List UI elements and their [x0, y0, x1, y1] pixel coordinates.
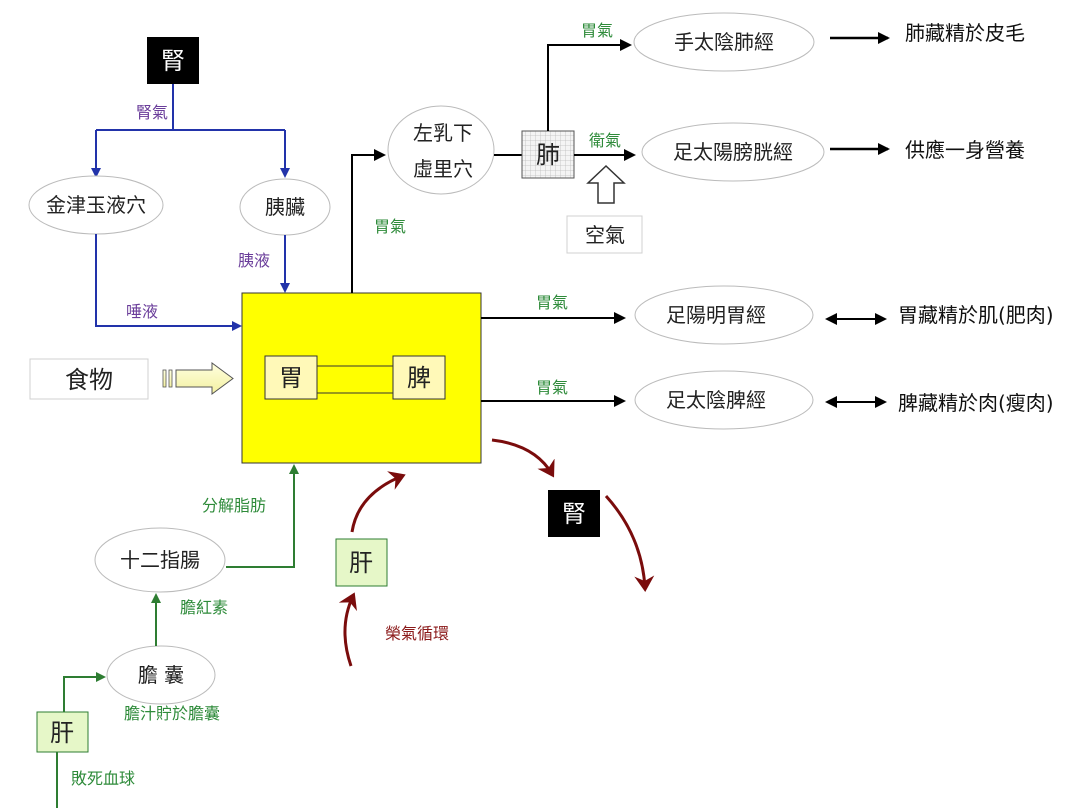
kidney-top-box: 腎 — [147, 37, 199, 84]
pancreas-text: 胰臟 — [265, 195, 305, 219]
jinjin-text: 金津玉液穴 — [46, 193, 146, 217]
output-stomach: 胃藏精於肌(肥肉) — [898, 303, 1054, 327]
label-wei-qi: 衛氣 — [589, 131, 621, 150]
liver-bottom-text: 肝 — [50, 719, 74, 747]
output-spleen: 脾藏精於肉(瘦肉) — [898, 391, 1054, 415]
xuli-node: 左乳下 虛里穴 — [387, 105, 495, 195]
meridian-spleen-node: 足太陰脾經 — [634, 370, 814, 430]
spleen-text: 脾 — [407, 364, 431, 392]
arrow-ying-qi-to-liver — [338, 592, 357, 667]
duodenum-node: 十二指腸 — [94, 527, 226, 593]
duodenum-text: 十二指腸 — [120, 548, 200, 572]
stomach-spleen-box: 胃 脾 — [241, 292, 482, 464]
meridian-bladder-text: 足太陽膀胱經 — [673, 140, 793, 164]
label-dead-blood: 敗死血球 — [71, 769, 135, 788]
output-bladder: 供應一身營養 — [905, 138, 1025, 162]
label-fat-breakdown: 分解脂肪 — [202, 496, 266, 515]
food-text: 食物 — [65, 366, 113, 394]
gallbladder-node: 膽 囊 — [106, 645, 216, 705]
food-arrow — [162, 362, 234, 395]
lung-box: 肺 — [521, 130, 575, 179]
air-box: 空氣 — [566, 215, 643, 254]
meridian-lung-node: 手太陰肺經 — [633, 12, 815, 72]
arrow-jinjin-saliva — [95, 234, 242, 331]
jinjin-node: 金津玉液穴 — [28, 175, 164, 235]
label-kidney-qi: 腎氣 — [136, 103, 168, 122]
kidney-qi-lines — [96, 84, 285, 131]
air-arrow — [586, 164, 626, 204]
label-ying-qi: 榮氣循環 — [385, 624, 449, 643]
gallbladder-text: 膽 囊 — [138, 663, 184, 687]
arrow-lung-stomach-qi — [547, 39, 632, 131]
label-bilirubin: 膽紅素 — [180, 598, 228, 617]
arrow-duodenum-fat — [226, 464, 299, 568]
label-stomach-qi-mid: 胃氣 — [536, 293, 568, 312]
food-box: 食物 — [29, 358, 149, 400]
stomach-text: 胃 — [279, 364, 303, 392]
arrow-liver-to-gallbladder — [63, 672, 106, 712]
label-stomach-qi-up: 胃氣 — [374, 217, 406, 236]
label-stomach-qi-lung: 胃氣 — [581, 21, 613, 40]
xuli-text-line2: 虛里穴 — [413, 157, 473, 181]
lung-text: 肺 — [536, 141, 560, 169]
output-lung: 肺藏精於皮毛 — [905, 21, 1025, 45]
liver-mid-box: 肝 — [335, 538, 388, 587]
kidney-top-text: 腎 — [161, 47, 185, 75]
arrow-liver-to-box — [350, 471, 406, 533]
liver-mid-text: 肝 — [349, 549, 373, 577]
air-text: 空氣 — [585, 223, 625, 247]
liver-bottom-box: 肝 — [36, 711, 89, 753]
label-bile-storage: 膽汁貯於膽囊 — [124, 704, 220, 723]
arrow-kidney-down — [604, 494, 655, 592]
meridian-stomach-text: 足陽明胃經 — [666, 303, 766, 327]
xuli-text-line1: 左乳下 — [413, 121, 473, 145]
label-saliva: 唾液 — [126, 302, 158, 321]
kidney-right-box: 腎 — [548, 490, 600, 537]
meridian-spleen-text: 足太陰脾經 — [666, 388, 766, 412]
meridian-lung-text: 手太陰肺經 — [674, 30, 774, 54]
pancreas-node: 胰臟 — [239, 178, 331, 236]
label-pancreatic-juice: 胰液 — [238, 251, 270, 270]
kidney-right-text: 腎 — [562, 500, 586, 528]
arrow-stomach-to-xuli — [351, 149, 386, 293]
label-stomach-qi-low: 胃氣 — [536, 378, 568, 397]
meridian-bladder-node: 足太陽膀胱經 — [641, 122, 825, 182]
meridian-stomach-node: 足陽明胃經 — [634, 285, 814, 345]
arrow-box-to-kidney — [491, 438, 555, 478]
